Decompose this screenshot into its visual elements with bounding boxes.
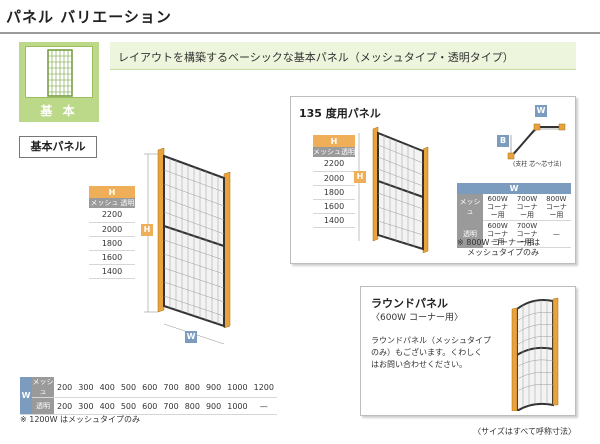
h-value: 2200	[313, 157, 355, 172]
corner-diagram	[507, 123, 566, 160]
w-value: 600W コーナー用	[483, 220, 513, 248]
h-value: 2000	[313, 171, 355, 186]
w-value: 900	[202, 377, 225, 398]
basic-w-table: W メッシュ 200 300 400 500 600 700 800 900 1…	[20, 377, 277, 415]
row-label: 透明	[457, 220, 483, 248]
category-label: 基 本	[40, 104, 78, 118]
panel-135-note-2: メッシュタイプのみ	[467, 248, 539, 257]
w-value: 300	[75, 377, 97, 398]
round-panel-subtitle: 〈600W コーナー用〉	[371, 313, 463, 323]
size-footnote: 〈サイズはすべて呼称寸法〉	[473, 427, 576, 436]
row-label: メッシュ	[457, 194, 483, 221]
w-value: 400	[96, 397, 118, 415]
w-value: —	[250, 397, 277, 415]
diagram-b-badge: B	[497, 135, 509, 147]
panel-135-box: 135 度用パネル H メッシュ透明 2200 2000 1800 1600 1…	[290, 96, 576, 264]
h-value: 2000	[89, 222, 135, 237]
w-value: 800	[181, 377, 203, 398]
round-panel-illustration	[511, 297, 559, 411]
round-panel-box: ラウンドパネル 〈600W コーナー用〉 ラウンドパネル（メッシュタイプ のみ）…	[360, 286, 576, 416]
h-value: 1600	[89, 250, 135, 265]
basic-w-badge: W	[185, 331, 197, 343]
category-tile: 基 本	[19, 42, 99, 122]
w-value: 500	[117, 397, 140, 415]
col-mesh: メッシュ	[313, 147, 341, 157]
w-value: 900	[202, 397, 225, 415]
basic-note: ※ 1200W はメッシュタイプのみ	[20, 415, 141, 424]
basic-panel-label: 基本パネル	[19, 136, 97, 158]
round-panel-title: ラウンドパネル	[371, 297, 448, 310]
panel-135-note-1: ※ 800W コーナー用は	[457, 238, 540, 247]
w-value: 300	[75, 397, 97, 415]
w-value: 200	[54, 397, 76, 415]
basic-panel-illustration	[144, 147, 231, 345]
h-header: H	[313, 135, 355, 147]
w-value: 1000	[224, 377, 251, 398]
panel-135-h-badge: H	[354, 171, 366, 183]
w-value: 800	[181, 397, 203, 415]
w-value: 500	[117, 377, 140, 398]
w-value: 600W コーナー用	[483, 194, 513, 221]
w-value: 400	[96, 377, 118, 398]
w-value: 600	[139, 397, 161, 415]
w-value: 1000	[224, 397, 251, 415]
h-value: 1600	[313, 199, 355, 214]
w-header: W	[457, 183, 571, 194]
row-label: 透明	[32, 397, 54, 415]
basic-h-table: H メッシュ透明 2200 2000 1800 1600 1400	[89, 186, 135, 279]
h-value: 1400	[89, 264, 135, 279]
col-clear: 透明	[341, 147, 355, 157]
basic-h-badge: H	[141, 224, 153, 236]
w-value: 1200	[250, 377, 277, 398]
w-value: 700W コーナー用	[512, 220, 542, 248]
w-value: 700	[160, 377, 182, 398]
panel-thumbnail-icon	[25, 46, 93, 98]
col-mesh: メッシュ	[89, 198, 120, 208]
round-panel-desc-3: はお問い合わせください。	[371, 360, 467, 369]
w-value: —	[541, 220, 571, 248]
w-header: W	[20, 377, 32, 415]
h-value: 1800	[313, 185, 355, 200]
panel-135-illustration	[358, 126, 429, 253]
w-value: 600	[139, 377, 161, 398]
h-header: H	[89, 186, 135, 198]
diagram-caption: (支柱 芯〜芯寸法)	[513, 161, 562, 168]
title-divider	[0, 32, 600, 34]
row-label: メッシュ	[32, 377, 54, 398]
panel-135-title: 135 度用パネル	[299, 107, 381, 120]
round-panel-desc-2: のみ）もございます。くわしく	[371, 348, 483, 357]
w-value: 700W コーナー用	[512, 194, 542, 221]
h-value: 1800	[89, 236, 135, 251]
col-clear: 透明	[119, 198, 135, 208]
description-banner: レイアウトを構築するベーシックな基本パネル（メッシュタイプ・透明タイプ）	[110, 42, 576, 70]
w-value: 800W コーナー用	[541, 194, 571, 221]
h-value: 2200	[89, 208, 135, 223]
panel-135-h-table: H メッシュ透明 2200 2000 1800 1600 1400	[313, 135, 355, 228]
w-value: 200	[54, 377, 76, 398]
diagram-w-badge: W	[535, 105, 547, 117]
w-value: 700	[160, 397, 182, 415]
panel-135-w-table: W メッシュ 600W コーナー用 700W コーナー用 800W コーナー用 …	[457, 183, 571, 248]
round-panel-desc-1: ラウンドパネル（メッシュタイプ	[371, 336, 491, 345]
page-title: パネル バリエーション	[6, 8, 172, 26]
h-value: 1400	[313, 213, 355, 228]
